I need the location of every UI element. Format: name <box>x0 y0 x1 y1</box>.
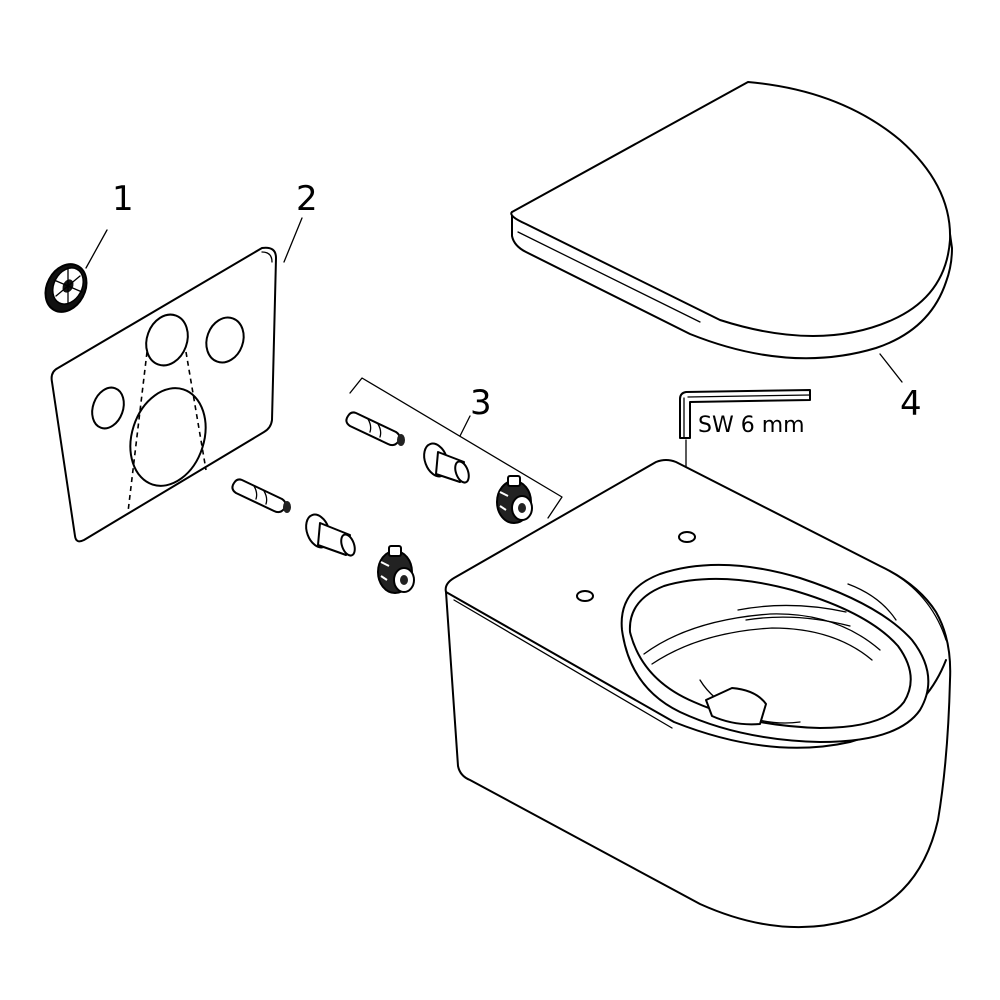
callout-2: 2 <box>296 179 318 219</box>
part-1-cover-cap <box>44 263 88 313</box>
part-3-fixing-set <box>231 377 563 594</box>
tool-size-label: SW 6 mm <box>698 413 805 438</box>
dowel-upper <box>345 411 405 447</box>
leader-line-2 <box>283 217 303 263</box>
dowel-lower <box>231 478 291 514</box>
callout-4: 4 <box>900 384 922 424</box>
part-4-seat-lid <box>510 81 953 360</box>
set-bracket <box>349 377 563 519</box>
toilet-bowl <box>444 459 952 929</box>
leader-line-4 <box>879 353 903 383</box>
callout-3: 3 <box>470 383 492 423</box>
leader-line-1 <box>85 229 108 269</box>
sleeve-lower <box>305 513 356 557</box>
part-2-wall-plate <box>50 246 277 543</box>
callout-1: 1 <box>112 179 134 219</box>
leader-line-3 <box>459 415 471 437</box>
nut-upper <box>496 475 533 524</box>
nut-lower <box>377 545 415 594</box>
sleeve-upper <box>423 442 470 484</box>
hex-key-tool <box>679 389 811 439</box>
